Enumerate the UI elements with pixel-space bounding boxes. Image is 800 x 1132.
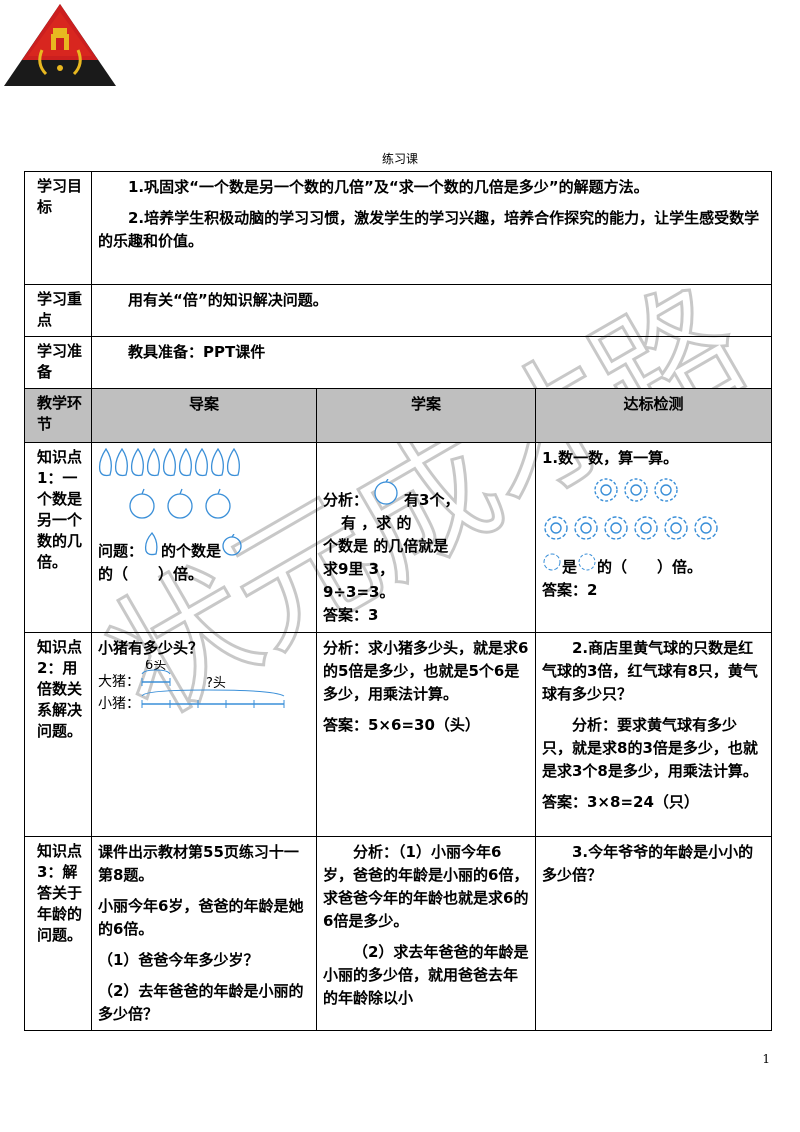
segment-diagram: 大猪： 6头 小猪： ?头	[98, 658, 285, 712]
pear-row-illustration	[98, 447, 240, 477]
kp2-check-problem: 2.商店里黄气球的只数是红气球的3倍，红气球有8只，黄气球有多少只？	[542, 639, 758, 703]
document-title: 练习课	[381, 152, 418, 166]
kp1-question-b: 的个数是	[161, 542, 222, 560]
row-kp1: 知识点1：一个数是另一个数的几倍。	[24, 442, 773, 633]
flower-icon	[578, 553, 596, 571]
apple-row-illustration	[129, 488, 231, 519]
kp1-check-question-a: 是	[562, 558, 578, 576]
kp2-study: 分析：求小猪多少头，就是求6的5倍是多少，也就是5个6是多少，用乘法计算。 答案…	[316, 632, 536, 837]
goals-content: 1.巩固求“一个数是另一个数的几倍”及“求一个数的几倍是多少”的解题方法。 2.…	[90, 171, 773, 285]
kp2-check-answer: 答案：3×8=24（只）	[542, 793, 699, 811]
kp2-study-answer: 答案：5×6=30（头）	[323, 716, 480, 734]
label-goals: 学习目标	[24, 171, 92, 285]
kp1-study-line2: 有 ，求 的	[341, 514, 412, 532]
label-preparation: 学习准备	[24, 336, 92, 389]
label-kp1: 知识点1：一个数是另一个数的几倍。	[24, 442, 92, 633]
preparation-text: 教具准备：PPT课件	[128, 343, 266, 361]
diagram-big-label: 大猪：	[98, 674, 140, 690]
key-point-text: 用有关“倍”的知识解决问题。	[128, 291, 328, 309]
row-kp3: 知识点3：解答关于年龄的问题。 课件出示教材第55页练习十一第8题。 小丽今年6…	[24, 836, 773, 1031]
kp3-study-p1: 分析：（1）小丽今年6岁，爸爸的年龄是小丽的6倍，求爸爸今年的年龄也就是求6的6…	[323, 843, 529, 930]
header-stage: 教学环节	[24, 388, 92, 443]
kp1-study-line4: 求9里 3，	[323, 560, 395, 578]
kp3-check: 3.今年爷爷的年龄是小小的多少倍？	[534, 836, 773, 1031]
row-preparation: 学习准备 教具准备：PPT课件	[24, 336, 773, 389]
goal-1: 1.巩固求“一个数是另一个数的几倍”及“求一个数的几倍是多少”的解题方法。	[128, 178, 649, 196]
kp2-check: 2.商店里黄气球的只数是红气球的3倍，红气球有8只，黄气球有多少只？ 分析：要求…	[534, 632, 773, 837]
kp1-study-line1: 有3个，	[404, 491, 460, 509]
kp3-guide-p2: 小丽今年6岁，爸爸的年龄是她的6倍。	[98, 897, 304, 938]
crest-logo	[4, 4, 116, 86]
kp3-guide: 课件出示教材第55页练习十一第8题。 小丽今年6岁，爸爸的年龄是她的6倍。 （1…	[91, 836, 317, 1031]
apple-icon	[222, 533, 242, 556]
kp2-guide-question: 小猪有多少头？	[98, 639, 204, 657]
kp3-guide-p1: 课件出示教材第55页练习十一第8题。	[98, 843, 299, 884]
kp1-check-title: 1.数一数，算一算。	[542, 449, 679, 467]
lesson-table: 学习目标 1.巩固求“一个数是另一个数的几倍”及“求一个数的几倍是多少”的解题方…	[24, 171, 773, 1031]
page-number: 1	[762, 1052, 770, 1066]
kp3-study-p2: （2）求去年爸爸的年龄是小丽的多少倍，就用爸爸去年的年龄除以小	[323, 943, 529, 1007]
kp2-study-analysis: 分析：求小猪多少头，就是求6的5倍是多少，也就是5个6是多少，用乘法计算。	[323, 639, 529, 703]
header-check: 达标检测	[534, 388, 773, 443]
row-kp2: 知识点2：用倍数关系解决问题。 小猪有多少头？ 大猪： 6头 小猪： ?头	[24, 632, 773, 837]
label-kp3: 知识点3：解答关于年龄的问题。	[24, 836, 92, 1031]
goal-2: 2.培养学生积极动脑的学习习惯，激发学生的学习兴趣，培养合作探究的能力，让学生感…	[98, 209, 760, 250]
kp2-check-analysis: 分析：要求黄气球有多少只，就是求8的3倍是多少，也就是求3个8是多少，用乘法计算…	[542, 716, 758, 780]
kp1-study-answer: 答案：3	[323, 606, 379, 624]
header-row: 教学环节 导案 学案 达标检测	[24, 388, 773, 443]
kp3-guide-p4: （2）去年爸爸的年龄是小丽的多少倍？	[98, 982, 304, 1023]
kp1-check-answer: 答案：2	[542, 581, 598, 599]
flower-rows-illustration	[544, 478, 718, 540]
label-kp2: 知识点2：用倍数关系解决问题。	[24, 632, 92, 837]
header-guide: 导案	[91, 388, 317, 443]
pear-icon	[144, 531, 158, 556]
header-study: 学案	[316, 388, 536, 443]
kp1-check: 1.数一数，算一算。 是 的（ ）倍。 答案：2	[534, 442, 773, 633]
diagram-small-value: ?头	[206, 676, 226, 691]
kp3-check-problem: 3.今年爷爷的年龄是小小的多少倍？	[542, 843, 754, 884]
row-key-point: 学习重点 用有关“倍”的知识解决问题。	[24, 284, 773, 337]
label-key-point: 学习重点	[24, 284, 92, 337]
apple-icon	[374, 478, 398, 505]
kp1-study-analysis: 分析：	[323, 491, 369, 509]
kp1-question-a: 问题：	[98, 542, 144, 560]
kp3-guide-p3: （1）爸爸今年多少岁？	[98, 951, 259, 969]
diagram-small-label: 小猪：	[98, 696, 140, 712]
kp1-study-line3: 个数是 的几倍就是	[323, 537, 449, 555]
kp1-question-c: 的（ ）倍。	[98, 565, 204, 583]
kp1-check-question-b: 的（ ）倍。	[597, 558, 703, 576]
flower-icon	[543, 553, 561, 571]
kp1-study: 分析： 有3个， 有 ，求 的 个数是 的几倍就是 求9里 3， 9÷3=3。 答…	[316, 442, 536, 633]
row-goals: 学习目标 1.巩固求“一个数是另一个数的几倍”及“求一个数的几倍是多少”的解题方…	[24, 171, 773, 285]
kp1-study-line5: 9÷3=3。	[323, 583, 395, 601]
kp2-guide: 小猪有多少头？ 大猪： 6头 小猪： ?头	[91, 632, 317, 837]
kp1-guide: 问题： 的个数是 的（ ）倍。	[91, 442, 317, 633]
diagram-big-value: 6头	[145, 660, 166, 673]
kp3-study: 分析：（1）小丽今年6岁，爸爸的年龄是小丽的6倍，求爸爸今年的年龄也就是求6的6…	[316, 836, 536, 1031]
